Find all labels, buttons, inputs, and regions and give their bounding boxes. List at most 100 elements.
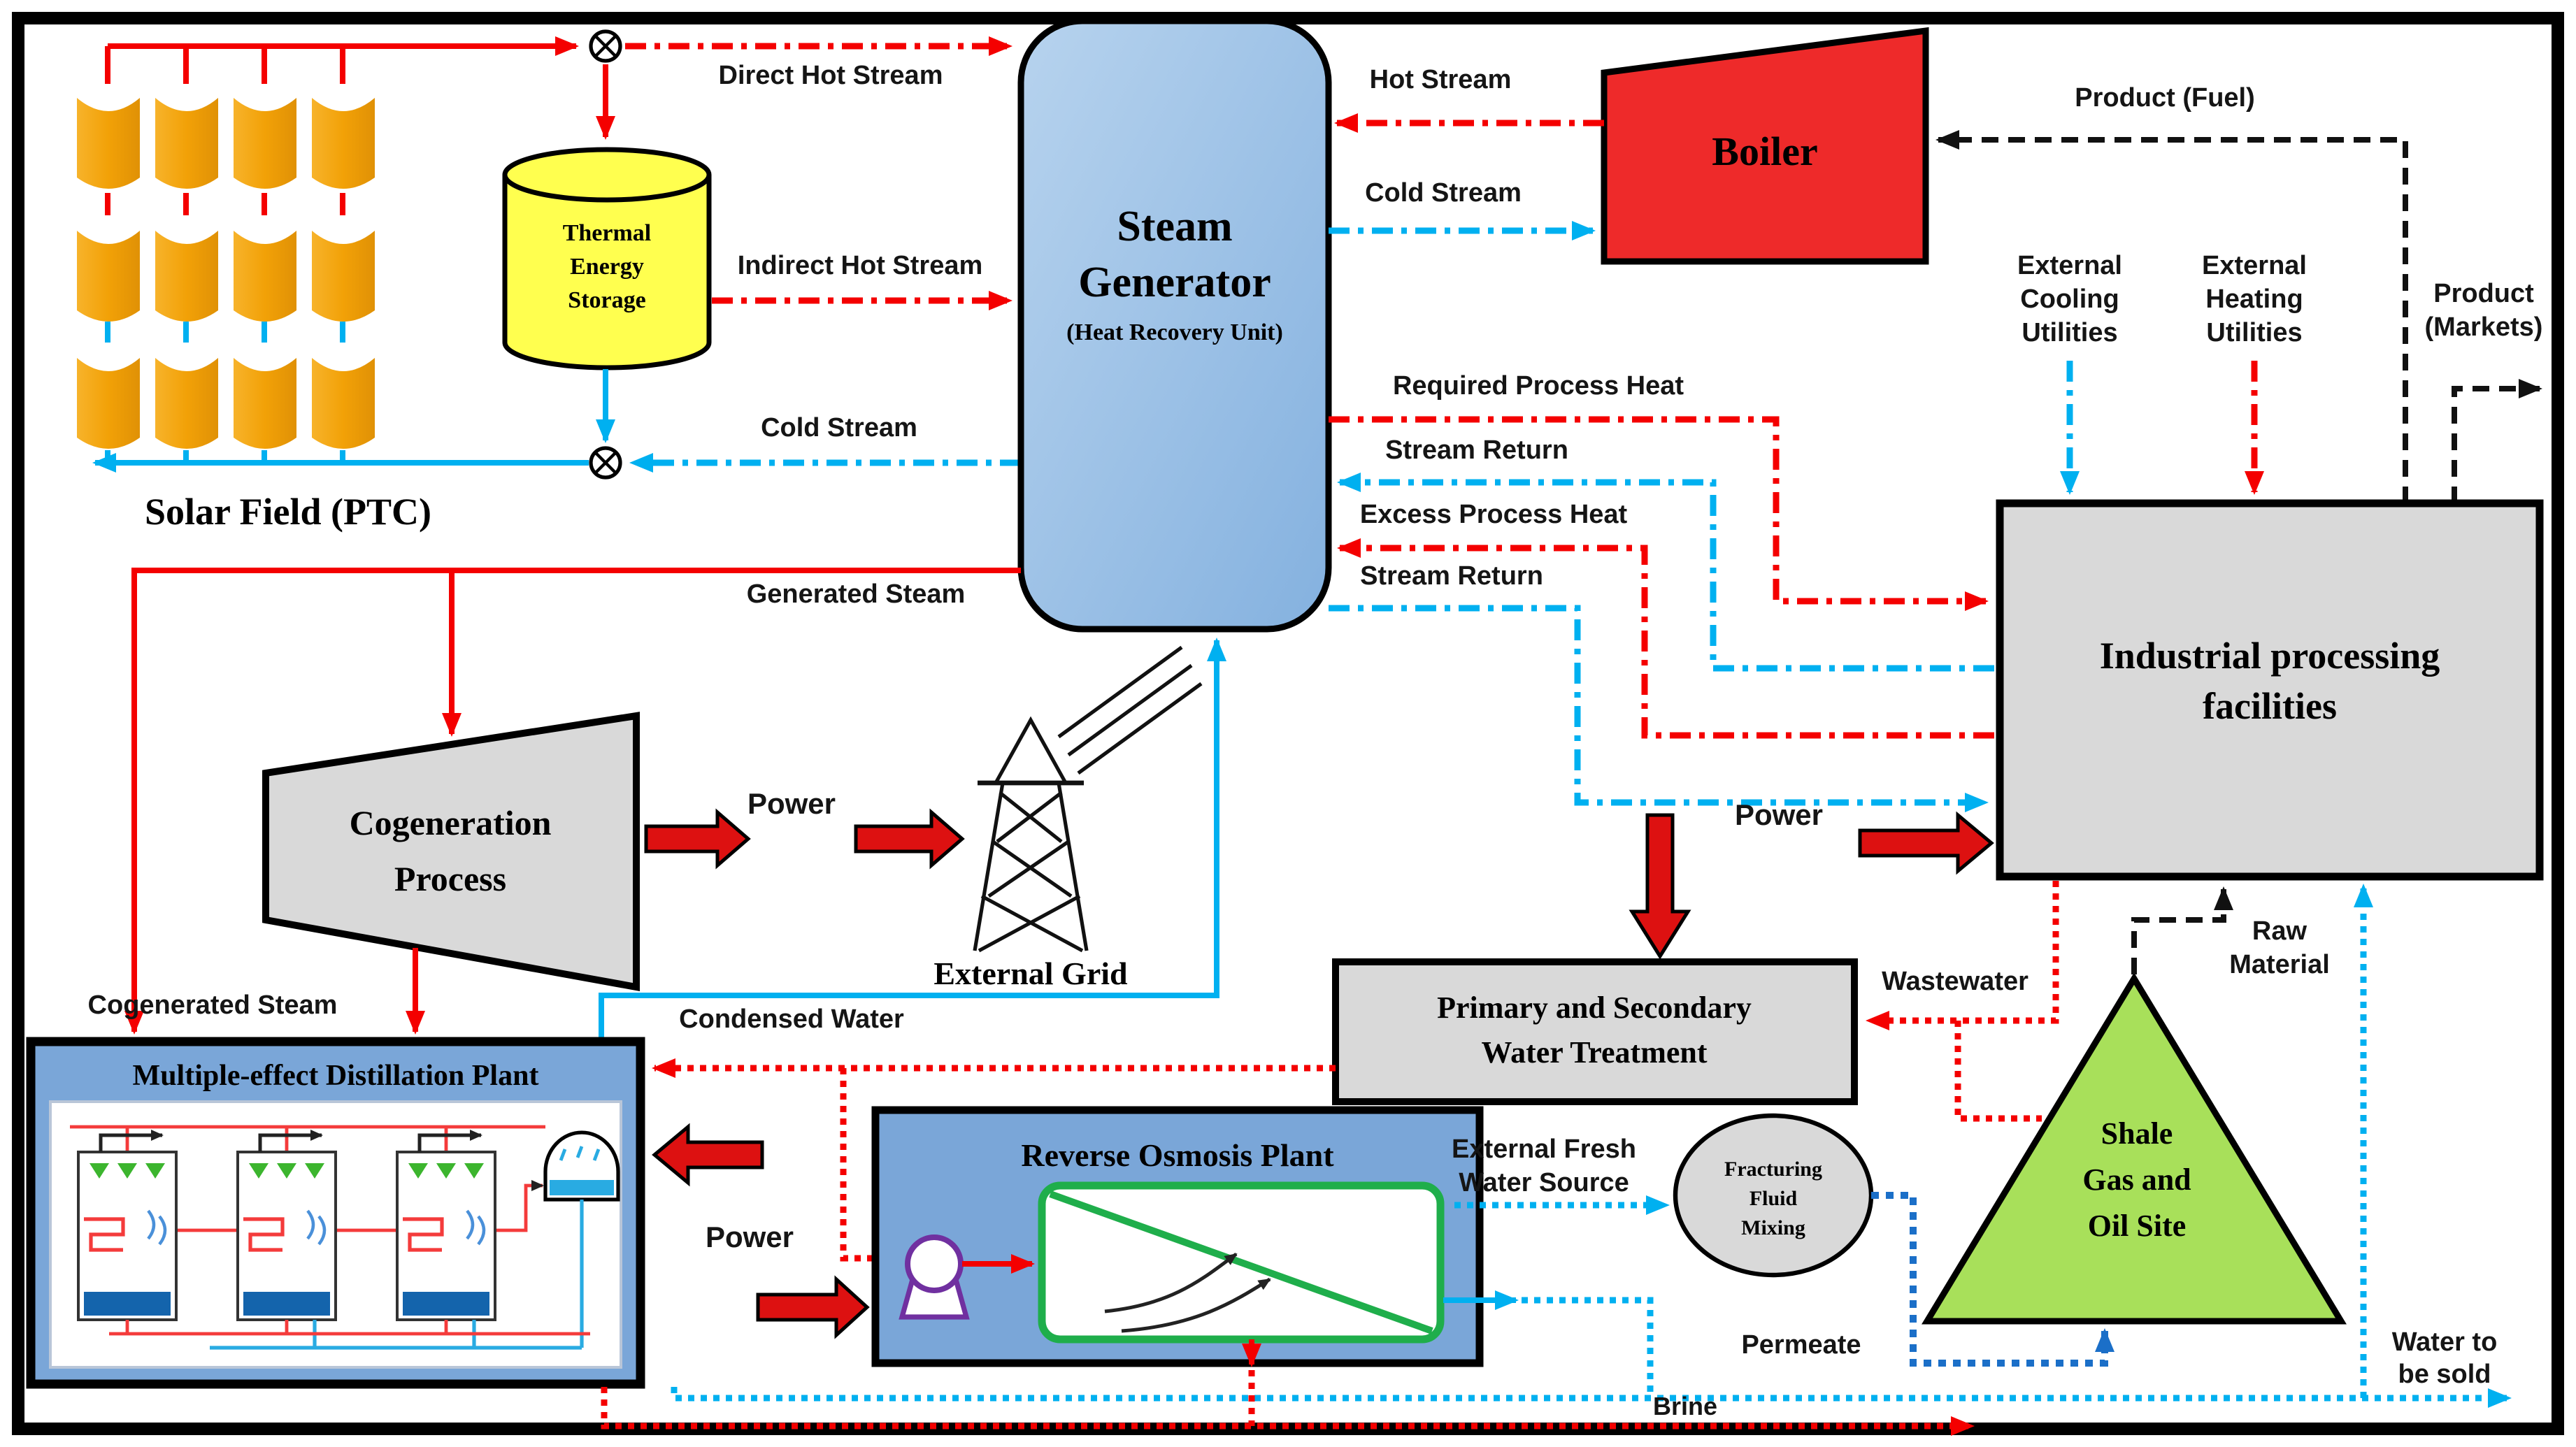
water-sold-label-2: be sold (2398, 1360, 2491, 1389)
med-plant: Multiple-effect Distillation Plant (26, 1037, 645, 1389)
direct-hot-stream-label: Direct Hot Stream (719, 61, 943, 90)
ro-plant: Reverse Osmosis Plant (871, 1106, 1519, 1367)
product-markets-label-2: (Markets) (2425, 312, 2543, 342)
product-fuel-label: Product (Fuel) (2075, 83, 2255, 113)
wastewater-line (1866, 881, 2059, 1030)
indirect-hot-stream-label: Indirect Hot Stream (738, 251, 983, 280)
steam-generator: Steam Generator (Heat Recovery Unit) (1017, 17, 1332, 633)
membrane-module (1038, 1181, 1445, 1344)
transmission-tower-icon (973, 645, 1203, 953)
water-treatment: Primary and Secondary Water Treatment (1332, 958, 1858, 1105)
power-ro-arrow (756, 1275, 870, 1339)
tes-label-2: Energy (570, 254, 644, 280)
tes-label-3: Storage (568, 287, 645, 313)
frac-label-3: Mixing (1741, 1216, 1805, 1239)
water-to-be-sold-line (671, 1387, 2512, 1408)
pump-icon (899, 1234, 970, 1320)
parabolic-trough-icon (77, 98, 140, 189)
cold-stream-right-label: Cold Stream (1365, 178, 1522, 208)
frac-label-2: Fluid (1749, 1187, 1798, 1210)
product-markets-line (2452, 379, 2542, 503)
power-industrial-label: Power (1735, 798, 1823, 831)
ro-title: Reverse Osmosis Plant (1021, 1137, 1334, 1173)
fracturing-fluid-line (1871, 1192, 2115, 1367)
wt-title-1: Primary and Secondary (1437, 991, 1752, 1025)
required-process-heat-line (1329, 416, 1989, 611)
power-treatment-arrow (1629, 813, 1691, 960)
sg-title-3: (Heat Recovery Unit) (1066, 319, 1283, 345)
solar-field: Solar Field (PTC) (77, 36, 589, 533)
ext-heating-label-2: Heating (2205, 285, 2303, 314)
industrial-title-2: facilities (2203, 685, 2337, 727)
med-internals (70, 1125, 620, 1350)
power-grid-arrow-2 (854, 808, 965, 870)
cold-mixing-valve-icon (591, 448, 620, 477)
frac-label-1: Fracturing (1724, 1158, 1822, 1181)
hot-mixing-valve-icon (591, 31, 620, 61)
steam-generator-box (1017, 17, 1332, 633)
boiler: Boiler (1601, 27, 1929, 265)
stream-return-1-line (1337, 473, 1994, 672)
excess-process-heat-label: Excess Process Heat (1360, 500, 1628, 529)
product-fuel-line (1935, 130, 2408, 503)
power-grid-label: Power (747, 787, 836, 820)
ext-cooling-label-1: External (2017, 251, 2122, 280)
external-grid-label: External Grid (933, 956, 1128, 991)
water-treatment-box (1332, 958, 1858, 1105)
external-grid: External Grid (933, 645, 1203, 991)
external-cooling-utilities: External Cooling Utilities (2017, 251, 2122, 495)
shale-gas-oil-site: Shale Gas and Oil Site (1922, 972, 2347, 1325)
power-industrial-arrow (1858, 811, 1994, 875)
fresh-water-label-2: Water Source (1459, 1168, 1629, 1197)
solar-field-label: Solar Field (PTC) (145, 491, 431, 533)
shale-label-3: Oil Site (2088, 1209, 2187, 1243)
tes-cylinder-body (502, 175, 712, 370)
tes-cylinder-top (502, 147, 712, 203)
excess-process-heat-line (1337, 538, 1994, 739)
industrial-title-1: Industrial processing (2100, 635, 2440, 677)
raw-material-line (2131, 886, 2233, 974)
permeate-dotted-line (1522, 1297, 1654, 1395)
wt-title-2: Water Treatment (1482, 1035, 1708, 1070)
med-title: Multiple-effect Distillation Plant (133, 1060, 539, 1092)
permeate-label: Permeate (1741, 1330, 1861, 1360)
sg-title-1: Steam (1117, 203, 1232, 250)
fresh-water-label-1: External Fresh (1452, 1135, 1636, 1164)
tes-label-1: Thermal (563, 220, 652, 246)
brine-line (601, 1387, 1975, 1436)
condensed-water-line (599, 638, 1226, 1040)
shale-label-2: Gas and (2082, 1162, 2191, 1197)
treated-water-to-ro-line (840, 1068, 873, 1262)
raw-material-label-2: Material (2229, 950, 2330, 979)
condensed-water-label: Condensed Water (679, 1005, 904, 1034)
cold-stream-left-label: Cold Stream (761, 413, 917, 442)
required-process-heat-label: Required Process Heat (1393, 371, 1684, 401)
cogen-title-1: Cogeneration (350, 803, 552, 842)
hot-stream-label: Hot Stream (1370, 65, 1512, 94)
ext-heating-label-3: Utilities (2206, 318, 2302, 347)
external-heating-utilities: External Heating Utilities (2202, 251, 2307, 495)
power-grid-arrow-1 (644, 808, 751, 870)
sg-title-2: Generator (1078, 259, 1271, 306)
fracturing-fluid-mixing: Fracturing Fluid Mixing (1673, 1113, 1874, 1278)
industrial-processing-facilities: Industrial processing facilities (1996, 499, 2544, 881)
boiler-label: Boiler (1712, 129, 1817, 174)
thermal-energy-storage: Thermal Energy Storage (502, 64, 712, 443)
boiler-box (1601, 27, 1929, 265)
industrial-box (1996, 499, 2544, 881)
shale-triangle (1922, 972, 2347, 1325)
ext-heating-label-1: External (2202, 251, 2307, 280)
generated-steam-label: Generated Steam (747, 579, 966, 609)
ext-cooling-label-2: Cooling (2020, 285, 2119, 314)
shale-label-1: Shale (2101, 1116, 2173, 1151)
cogen-title-2: Process (394, 859, 506, 898)
cogenerated-steam-label: Cogenerated Steam (88, 991, 338, 1020)
generated-steam-line (124, 568, 1021, 1035)
wastewater-shale-branch (1954, 1021, 2042, 1122)
power-desal-label: Power (706, 1221, 794, 1253)
water-sold-label-1: Water to (2392, 1327, 2498, 1357)
stream-return-2-label: Stream Return (1360, 561, 1543, 591)
power-med-arrow (652, 1123, 764, 1187)
